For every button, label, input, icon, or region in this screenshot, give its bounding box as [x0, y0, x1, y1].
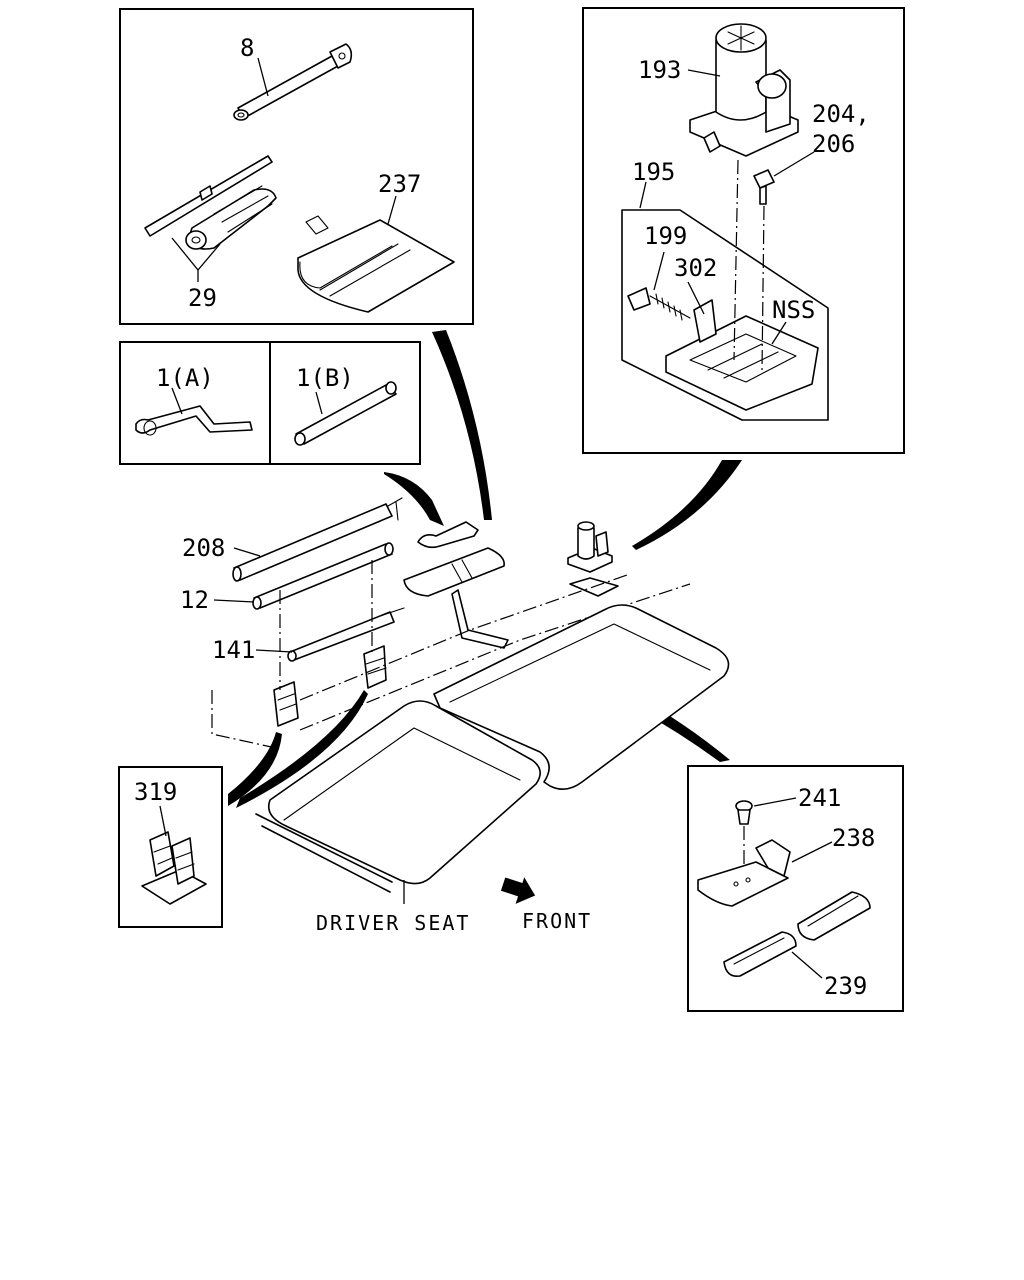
- jack-align-line-1: [733, 159, 739, 361]
- leader-199: [653, 251, 665, 291]
- handle-on-seat: [417, 521, 479, 549]
- leader-238: [791, 841, 833, 863]
- jack-part-193: [689, 23, 799, 157]
- handle-part-1b: [294, 381, 397, 446]
- clip-panel-frame: [118, 766, 223, 928]
- clip-right: [363, 645, 387, 689]
- wing-bolt-part-199: [627, 287, 691, 321]
- leader-195: [639, 181, 647, 209]
- seat-cushion-driver-seam: [283, 727, 521, 821]
- label-141: 141: [212, 636, 255, 664]
- jack-on-seat: [567, 521, 619, 597]
- jack-panel-frame: [582, 7, 905, 454]
- label-1a: 1(A): [156, 364, 214, 392]
- tool-bag-part-237: [297, 215, 455, 313]
- label-1b: 1(B): [296, 364, 354, 392]
- label-29: 29: [188, 284, 217, 312]
- front-caption: FRONT: [522, 909, 592, 933]
- leader-302: [687, 281, 705, 315]
- clip-part-319: [141, 831, 207, 905]
- clip-left: [273, 681, 299, 727]
- bracket-part-238: [697, 839, 791, 907]
- tool-box-panel: 8 29 237: [119, 8, 474, 325]
- rod-part-141: [287, 607, 405, 662]
- pointer-handles-to-seat: [384, 472, 444, 526]
- label-12: 12: [180, 586, 209, 614]
- handle-part-1a: [135, 405, 253, 436]
- handle-panel: 1(A) 1(B): [119, 341, 421, 465]
- leader-208: [233, 547, 261, 557]
- pointer-seat-to-319: [228, 732, 282, 806]
- label-193: 193: [638, 56, 681, 84]
- floor-dash-mid: [299, 573, 631, 701]
- rod-part-208: [232, 497, 403, 582]
- leader-12: [213, 599, 255, 603]
- tool-bag-strap: [451, 559, 473, 583]
- label-8: 8: [240, 34, 254, 62]
- tool-bag-on-seat: [403, 547, 505, 597]
- leader-nss: [771, 321, 787, 345]
- rod-part-12: [252, 542, 394, 610]
- clip-panel: 319: [118, 766, 223, 928]
- pointer-seat-to-319-b: [236, 690, 368, 808]
- label-nss: NSS: [772, 296, 815, 324]
- seat-cushion-driver: [267, 700, 541, 885]
- latch-panel-frame: [687, 765, 904, 1012]
- bolt-part-204-206: [753, 169, 775, 205]
- floor-dash-low: [299, 583, 691, 731]
- floor-dash-left: [211, 690, 277, 749]
- label-241: 241: [798, 784, 841, 812]
- driver-seat-caption: DRIVER SEAT: [316, 911, 470, 935]
- label-204-206-b: 206: [812, 130, 855, 158]
- jack-panel: 193 204, 206 195 199 302: [582, 7, 905, 454]
- front-arrow-icon: [500, 877, 536, 904]
- latch-panel: 241 238 239: [687, 765, 904, 1012]
- pointer-jack-to-seat: [632, 460, 742, 550]
- leader-193: [687, 69, 721, 77]
- label-302: 302: [674, 254, 717, 282]
- jack-align-line-2: [761, 205, 765, 371]
- pointer-tools-to-seat: [432, 330, 492, 520]
- leader-237: [387, 195, 397, 225]
- seat-cushion-center: [433, 604, 730, 790]
- tool-box-frame: [119, 8, 474, 325]
- screw-part-241: [735, 800, 753, 825]
- jack-bracket: [665, 299, 819, 411]
- leader-319: [159, 805, 167, 837]
- bracket-part-195-outline: [621, 209, 829, 421]
- seat-rail: [255, 813, 393, 893]
- label-195: 195: [632, 158, 675, 186]
- label-237: 237: [378, 170, 421, 198]
- leader-239: [791, 951, 823, 979]
- label-238: 238: [832, 824, 875, 852]
- leader-8: [257, 57, 269, 97]
- leader-241: [753, 797, 797, 807]
- bracket-on-seat: [451, 589, 509, 649]
- label-239: 239: [824, 972, 867, 1000]
- seat-cushion-center-seam: [449, 623, 711, 703]
- wrench-part-8: [233, 43, 353, 121]
- label-208: 208: [182, 534, 225, 562]
- leader-204-206: [773, 151, 815, 177]
- leader-1a: [171, 387, 183, 415]
- label-319: 319: [134, 778, 177, 806]
- leader-1b: [315, 391, 323, 415]
- label-199: 199: [644, 222, 687, 250]
- latch-part-239: [723, 891, 871, 978]
- leader-141: [255, 649, 293, 653]
- center-assembly: 208 12 141: [180, 497, 730, 904]
- handle-part-29: [144, 155, 277, 250]
- label-204-206-a: 204,: [812, 100, 870, 128]
